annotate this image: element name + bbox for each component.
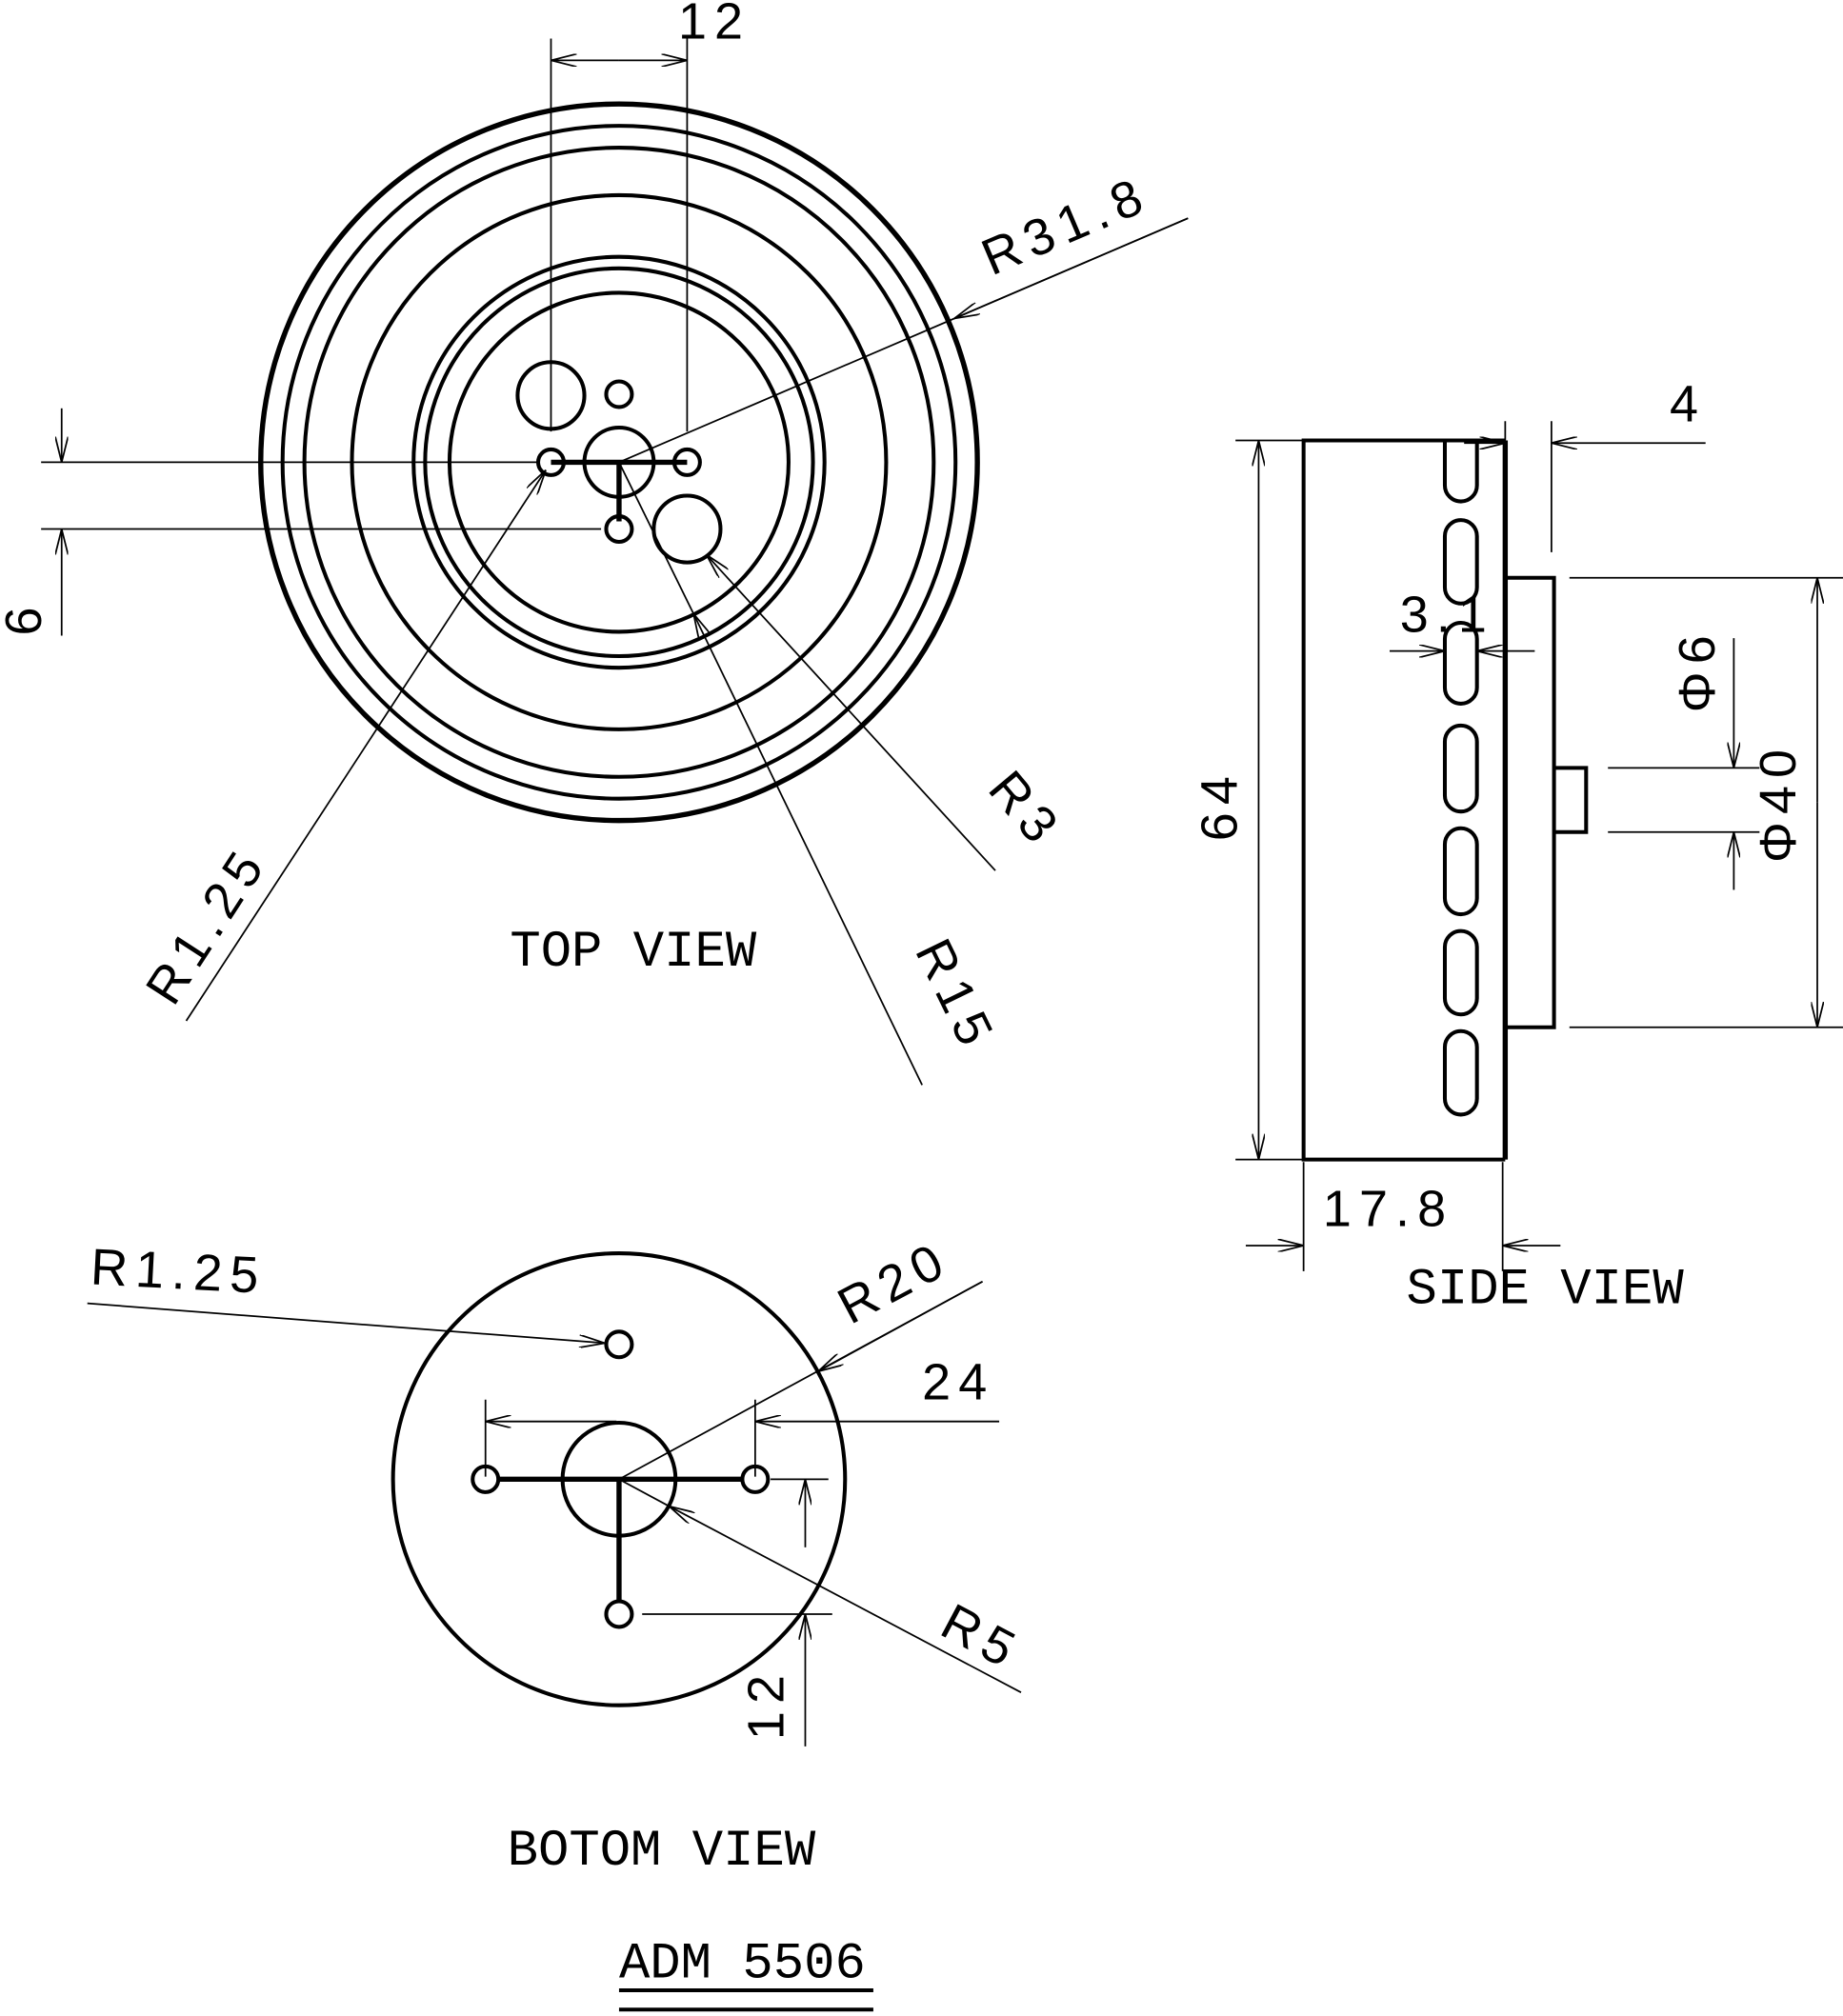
dim-phi40: Φ40	[1750, 742, 1807, 863]
extension-line	[41, 461, 602, 530]
dim-phi6: Φ6	[1669, 628, 1726, 712]
top-view-title: TOP VIEW	[510, 924, 757, 982]
center-cross	[551, 459, 688, 522]
outer-circle	[391, 1251, 848, 1707]
drawing-number: ADM 5506	[619, 1936, 866, 1994]
dim-12-bottom: 12	[738, 1667, 795, 1740]
extension-line	[1504, 421, 1553, 552]
extension-line	[1302, 1162, 1504, 1271]
boss	[1553, 766, 1589, 834]
leader-line	[618, 462, 694, 614]
top-view: 12 6 R31.8 R1.25 R3 R15 TOP VIEW	[0, 0, 1189, 1086]
extension-line	[1235, 439, 1304, 1161]
leader-line	[818, 1280, 983, 1371]
flange	[1505, 575, 1556, 1029]
slot	[1442, 518, 1479, 606]
leader-line	[693, 614, 923, 1086]
slot	[1442, 440, 1479, 504]
slot	[1442, 826, 1479, 917]
leader-line	[618, 1478, 670, 1507]
dim-3-1: 3.1	[1400, 586, 1494, 643]
dim-r1-25-bottom: R1.25	[90, 1238, 268, 1305]
dim-r20: R20	[829, 1229, 959, 1335]
extension-line	[550, 38, 689, 432]
slot	[1442, 928, 1479, 1017]
dim-r15: R15	[904, 930, 1007, 1061]
small-hole	[604, 379, 634, 409]
leader-line	[954, 217, 1189, 318]
title-underline	[618, 1988, 873, 2012]
dim-r31-8: R31.8	[973, 166, 1157, 287]
dim-r3: R3	[977, 760, 1073, 859]
dim-17-8: 17.8	[1323, 1181, 1453, 1238]
body-outline	[1301, 438, 1506, 1162]
extension-line	[1608, 767, 1760, 833]
slot	[1442, 1028, 1479, 1117]
leader-line	[87, 1302, 605, 1344]
dim-24: 24	[922, 1354, 994, 1411]
side-view: 64 17.8 4 3.1 Φ40 Φ6 SIDE VIEW	[1192, 375, 1843, 1320]
dim-12: 12	[678, 0, 751, 50]
leader-line	[185, 470, 547, 1022]
bottom-view: R1.25 R20 24 R5 12 BOTOM VIEW	[87, 1229, 1031, 1881]
center-cross	[498, 1476, 743, 1602]
dim-6: 6	[0, 599, 52, 635]
side-view-title: SIDE VIEW	[1407, 1262, 1685, 1320]
slot	[1442, 620, 1479, 706]
dim-r5: R5	[932, 1593, 1031, 1682]
small-hole	[604, 1329, 634, 1360]
dim-4: 4	[1670, 375, 1706, 432]
dim-r1-25: R1.25	[135, 836, 279, 1014]
leader-line	[707, 555, 996, 871]
extension-line	[484, 1399, 756, 1477]
extension-line	[1569, 576, 1843, 1028]
large-hole	[651, 493, 723, 565]
bottom-view-title: BOTOM VIEW	[508, 1823, 816, 1881]
small-hole	[604, 1599, 634, 1629]
slot	[1442, 723, 1479, 814]
leader-line	[670, 1507, 1022, 1693]
dim-64: 64	[1192, 768, 1249, 841]
